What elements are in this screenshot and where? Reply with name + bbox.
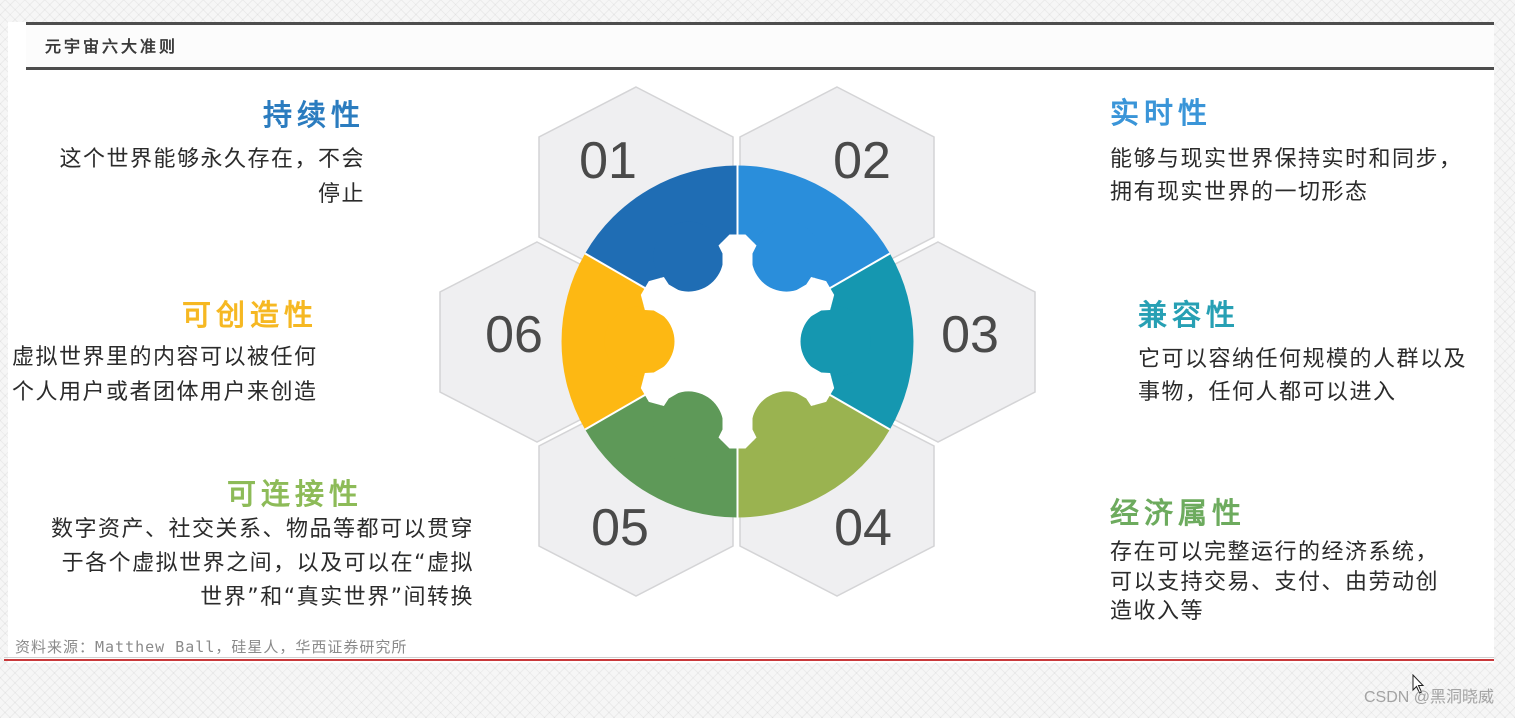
hexagon-number: 05	[591, 499, 649, 557]
lobe-06	[604, 306, 675, 377]
description-line: 虚拟世界里的内容可以被任何	[12, 345, 318, 370]
lobe-05	[653, 391, 724, 462]
header-band	[26, 24, 1494, 67]
description-line: 这个世界能够永久存在，不会	[59, 147, 365, 172]
hexagon-number: 03	[941, 306, 999, 364]
lobe-02	[751, 221, 822, 292]
principle-03-description: 它可以容纳任何规模的人群以及 事物，任何人都可以进入	[1138, 343, 1467, 409]
description-line: 个人用户或者团体用户来创造	[12, 380, 318, 405]
description-line: 存在可以完整运行的经济系统，	[1110, 540, 1440, 565]
principle-05-title: 可连接性	[226, 477, 363, 511]
description-line: 世界”和“真实世界”间转换	[200, 585, 474, 610]
principle-02-title: 实时性	[1110, 96, 1213, 130]
principle-06-description: 虚拟世界里的内容可以被任何 个人用户或者团体用户来创造	[12, 340, 318, 410]
principle-05-description: 数字资产、社交关系、物品等都可以贯穿 于各个虚拟世界之间，以及可以在“虚拟 世界…	[20, 513, 474, 615]
description-line: 事物，任何人都可以进入	[1138, 380, 1397, 405]
description-line: 可以支持交易、支付、由劳动创	[1110, 569, 1440, 595]
lobe-01	[653, 221, 724, 292]
hexagon-number: 06	[485, 306, 543, 364]
puzzle-circle	[561, 165, 914, 518]
header-bottom-rule	[26, 67, 1494, 70]
watermark: CSDN @黑洞晓威	[1364, 689, 1495, 706]
description-line: 它可以容纳任何规模的人群以及	[1138, 347, 1468, 372]
principle-04-description: 存在可以完整运行的经济系统， 可以支持交易、支付、由劳动创 造收入等	[1110, 538, 1439, 627]
footer-rule-gray	[4, 657, 1494, 658]
principle-02-description: 能够与现实世界保持实时和同步， 拥有现实世界的一切形态	[1110, 143, 1463, 209]
footer-rule-red	[4, 659, 1494, 661]
separator-line	[584, 252, 739, 343]
mouse-pointer-icon	[1412, 674, 1425, 694]
header-top-rule	[26, 22, 1494, 25]
principle-01-title: 持续性	[262, 98, 365, 132]
lobe-04	[751, 391, 822, 462]
description-line: 停止	[317, 182, 365, 207]
description-line: 拥有现实世界的一切形态	[1110, 180, 1369, 205]
source-citation: 资料来源：Matthew Ball，硅星人，华西证券研究所	[15, 638, 408, 656]
description-line: 能够与现实世界保持实时和同步，	[1110, 147, 1463, 172]
hexagon-number: 04	[834, 499, 892, 557]
separator-line	[736, 252, 891, 343]
hexagon-number: 01	[579, 132, 637, 190]
principle-01-description: 这个世界能够永久存在，不会 停止	[20, 142, 365, 212]
principle-04-title: 经济属性	[1110, 496, 1247, 530]
slide-title: 元宇宙六大准则	[45, 37, 179, 56]
principle-06-title: 可创造性	[181, 298, 318, 332]
hexagon-number: 02	[833, 132, 891, 190]
description-line: 造收入等	[1110, 599, 1205, 624]
separator-line	[584, 340, 739, 431]
segment-separators	[584, 165, 891, 518]
principle-03-title: 兼容性	[1138, 298, 1241, 332]
lobe-03	[800, 306, 871, 377]
description-line: 数字资产、社交关系、物品等都可以贯穿	[50, 517, 474, 542]
separator-line	[736, 340, 891, 431]
description-line: 于各个虚拟世界之间，以及可以在“虚拟	[61, 551, 474, 576]
